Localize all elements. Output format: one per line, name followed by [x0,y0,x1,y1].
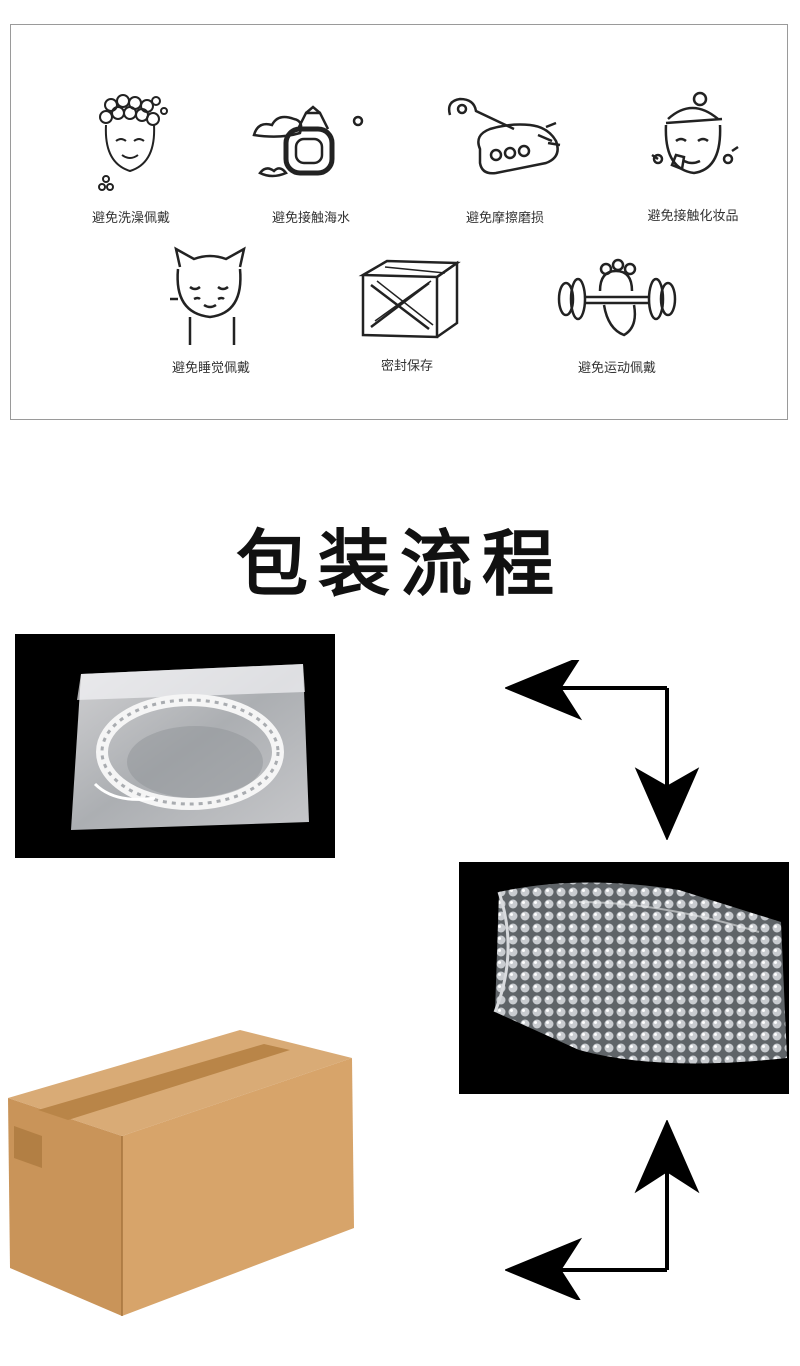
ring-sea-icon [252,105,364,178]
sealed-box-icon [358,259,461,339]
care-tip-label: 避免摩擦磨损 [465,211,544,226]
care-tips-panel: 避免洗澡佩戴 避免接触海水 [10,24,788,420]
care-tip-label: 避免接触化妆品 [647,209,739,224]
dumbbell-icon [557,258,677,337]
care-tip-makeup: 避免接触化妆品 [613,89,773,224]
flow-arrow-icon [505,660,700,840]
care-tip-sleep: 避免睡觉佩戴 [131,239,291,376]
care-tip-sea: 避免接触海水 [231,91,391,226]
care-tip-shower: 避免洗澡佩戴 [51,91,211,226]
care-tip-sport: 避免运动佩戴 [537,247,697,376]
sleeping-face-icon [170,246,246,345]
bubble-wrap-photo [459,862,789,1094]
care-tip-label: 避免洗澡佩戴 [91,211,170,226]
care-tip-label: 避免运动佩戴 [577,361,656,376]
hand-friction-icon [447,97,561,175]
makeup-face-icon [651,91,739,175]
flow-arrow-icon [505,1120,700,1300]
care-tip-sealed: 密封保存 [327,251,487,374]
care-tip-label: 密封保存 [380,359,433,374]
cardboard-box-photo [8,1018,358,1318]
care-tip-label: 避免睡觉佩戴 [171,361,250,376]
sealed-bag-bracelet-photo [15,634,335,858]
shower-head-icon [98,94,168,191]
packaging-title: 包装流程 [235,522,564,606]
care-tip-label: 避免接触海水 [271,211,350,226]
care-tip-friction: 避免摩擦磨损 [425,91,585,226]
